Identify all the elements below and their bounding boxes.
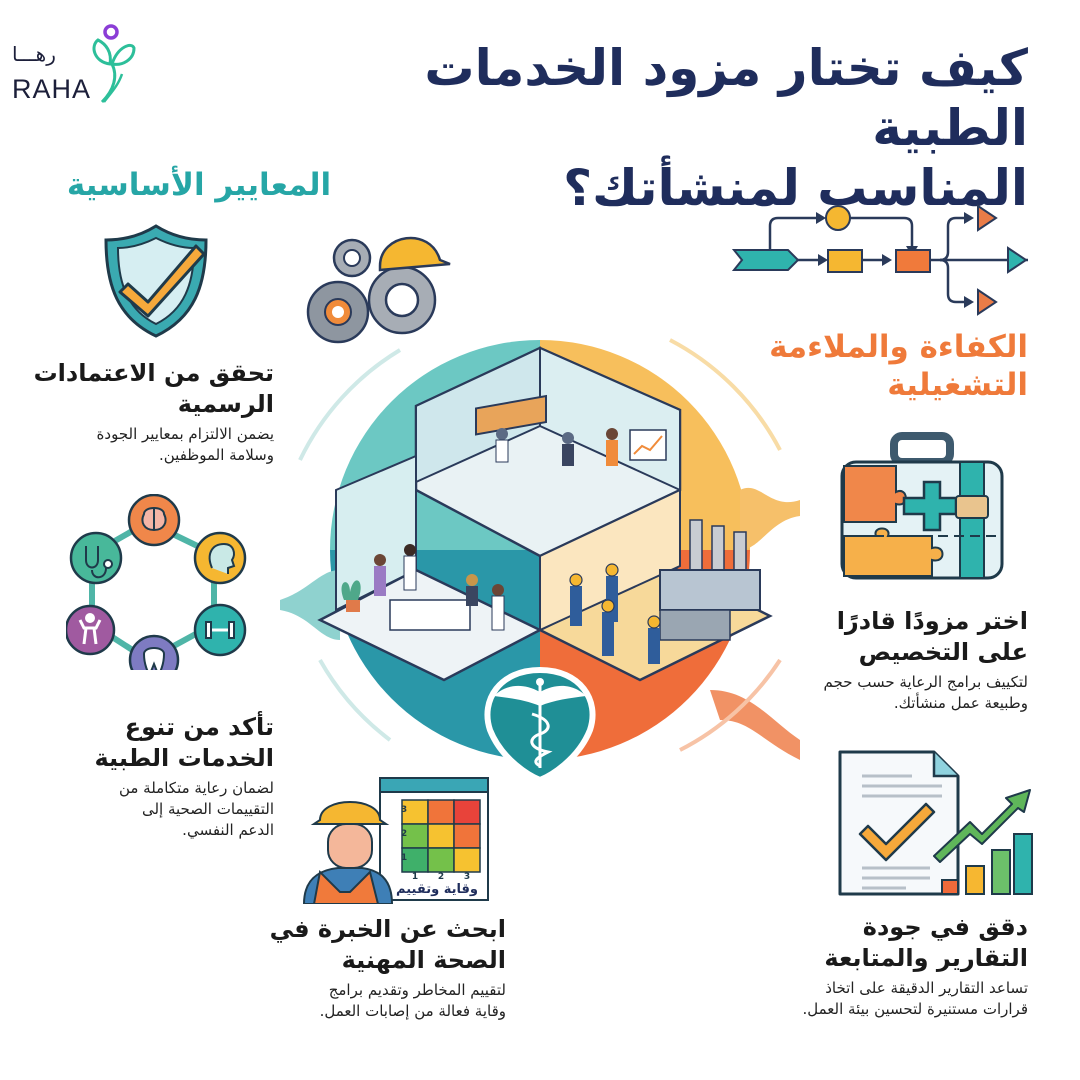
title-line-1: كيف تختار مزود الخدمات الطبية — [424, 39, 1028, 157]
desc-line: لتقييم المخاطر وتقديم برامج — [328, 981, 506, 999]
item-title: اختر مزودًا قادرًا على التخصيص — [728, 606, 1028, 668]
shield-check-icon — [104, 224, 208, 338]
desc-line: وقاية فعالة من إصابات العمل. — [319, 1002, 506, 1020]
title-line: تأكد من تنوع — [124, 713, 274, 741]
workplace-health-illustration — [280, 236, 800, 780]
fitness-person-icon — [66, 604, 116, 656]
worker-risk-matrix-icon — [302, 777, 489, 904]
gears-helmet-icon — [306, 236, 451, 344]
risk-matrix-label: وقاية وتقييم — [396, 882, 478, 897]
factory-floor — [537, 488, 773, 682]
y-tick: 2 — [400, 829, 408, 839]
medical-kit-puzzle-icon — [840, 432, 1004, 580]
item-description: لتكييف برامج الرعاية حسب حجم وطبيعة عمل … — [728, 672, 1028, 714]
item-title: دقق في جودة التقارير والمتابعة — [708, 912, 1028, 974]
desc-line: لتكييف برامج الرعاية حسب حجم — [823, 673, 1028, 691]
desc-line: الدعم النفسي. — [182, 821, 274, 839]
item-title: تحقق من الاعتمادات الرسمية — [14, 358, 274, 420]
section-heading-line-1: الكفاءة والملاءمة — [769, 329, 1028, 365]
page-title: كيف تختار مزود الخدمات الطبية المناسب لم… — [268, 38, 1028, 218]
item-description: يضمن الالتزام بمعايير الجودة وسلامة المو… — [14, 424, 274, 466]
title-line: على التخصيص — [858, 638, 1028, 666]
item-description: تساعد التقارير الدقيقة على اتخاذ قرارات … — [708, 978, 1029, 1020]
risk-matrix-x-ticks: 1 2 3 — [402, 872, 480, 882]
logo-arabic-text: رهـــا — [12, 42, 56, 66]
item-occupational-expertise: ابحث عن الخبرة في الصحة المهنية لتقييم ا… — [226, 914, 506, 1022]
logo-latin-text: RAHA — [12, 74, 92, 104]
services-ring-icon — [66, 494, 247, 670]
title-line: الصحة المهنية — [341, 946, 506, 974]
title-line: الرسمية — [177, 390, 274, 418]
item-title: تأكد من تنوع الخدمات الطبية — [14, 712, 274, 774]
title-line: دقق في جودة — [862, 913, 1028, 941]
brand-logo: رهـــا RAHA — [10, 12, 136, 104]
title-line: اختر مزودًا قادرًا — [836, 607, 1028, 635]
lower-office-floor — [317, 454, 543, 682]
title-line: ابحث عن الخبرة في — [269, 915, 506, 943]
desc-line: يضمن الالتزام بمعايير الجودة — [96, 425, 274, 443]
x-tick: 1 — [411, 872, 419, 882]
item-description: لضمان رعاية متكاملة من التقييمات الصحية … — [14, 778, 274, 841]
stethoscope-icon — [69, 531, 123, 585]
desc-line: التقييمات الصحية إلى — [141, 800, 274, 818]
section-heading-line-2: التشغيلية — [887, 367, 1028, 403]
y-tick: 3 — [400, 805, 408, 815]
item-title: ابحث عن الخبرة في الصحة المهنية — [226, 914, 506, 976]
leaf-icon — [92, 24, 136, 104]
title-line: التقارير والمتابعة — [824, 944, 1028, 972]
x-tick: 3 — [463, 872, 471, 882]
caduceus-icon — [484, 666, 596, 780]
process-flow-icon — [731, 204, 1028, 316]
item-reporting: دقق في جودة التقارير والمتابعة تساعد الت… — [708, 912, 1029, 1020]
desc-line: تساعد التقارير الدقيقة على اتخاذ — [825, 979, 1028, 997]
item-accreditation: تحقق من الاعتمادات الرسمية يضمن الالتزام… — [14, 358, 274, 466]
item-customization: اختر مزودًا قادرًا على التخصيص لتكييف بر… — [728, 606, 1028, 714]
section-heading-operational: الكفاءة والملاءمة التشغيلية — [698, 328, 1028, 404]
desc-line: لضمان رعاية متكاملة من — [118, 779, 274, 797]
y-tick: 1 — [400, 853, 408, 863]
desc-line: قرارات مستنيرة لتحسين بيئة العمل. — [802, 1000, 1029, 1018]
item-services-variety: تأكد من تنوع الخدمات الطبية لضمان رعاية … — [14, 712, 274, 841]
desc-line: وسلامة الموظفين. — [158, 446, 274, 464]
section-heading-core-criteria: المعايير الأساسية — [66, 167, 332, 203]
x-tick: 2 — [437, 872, 445, 882]
title-line-2: المناسب لمنشأتك؟ — [563, 159, 1028, 217]
desc-line: وطبيعة عمل منشأتك. — [893, 694, 1028, 712]
report-growth-chart-icon — [838, 750, 1033, 896]
item-description: لتقييم المخاطر وتقديم برامج وقاية فعالة … — [226, 980, 506, 1022]
title-line: الخدمات الطبية — [94, 744, 274, 772]
title-line: تحقق من الاعتمادات — [33, 359, 274, 387]
risk-matrix-y-ticks: 3 2 1 — [398, 798, 410, 870]
